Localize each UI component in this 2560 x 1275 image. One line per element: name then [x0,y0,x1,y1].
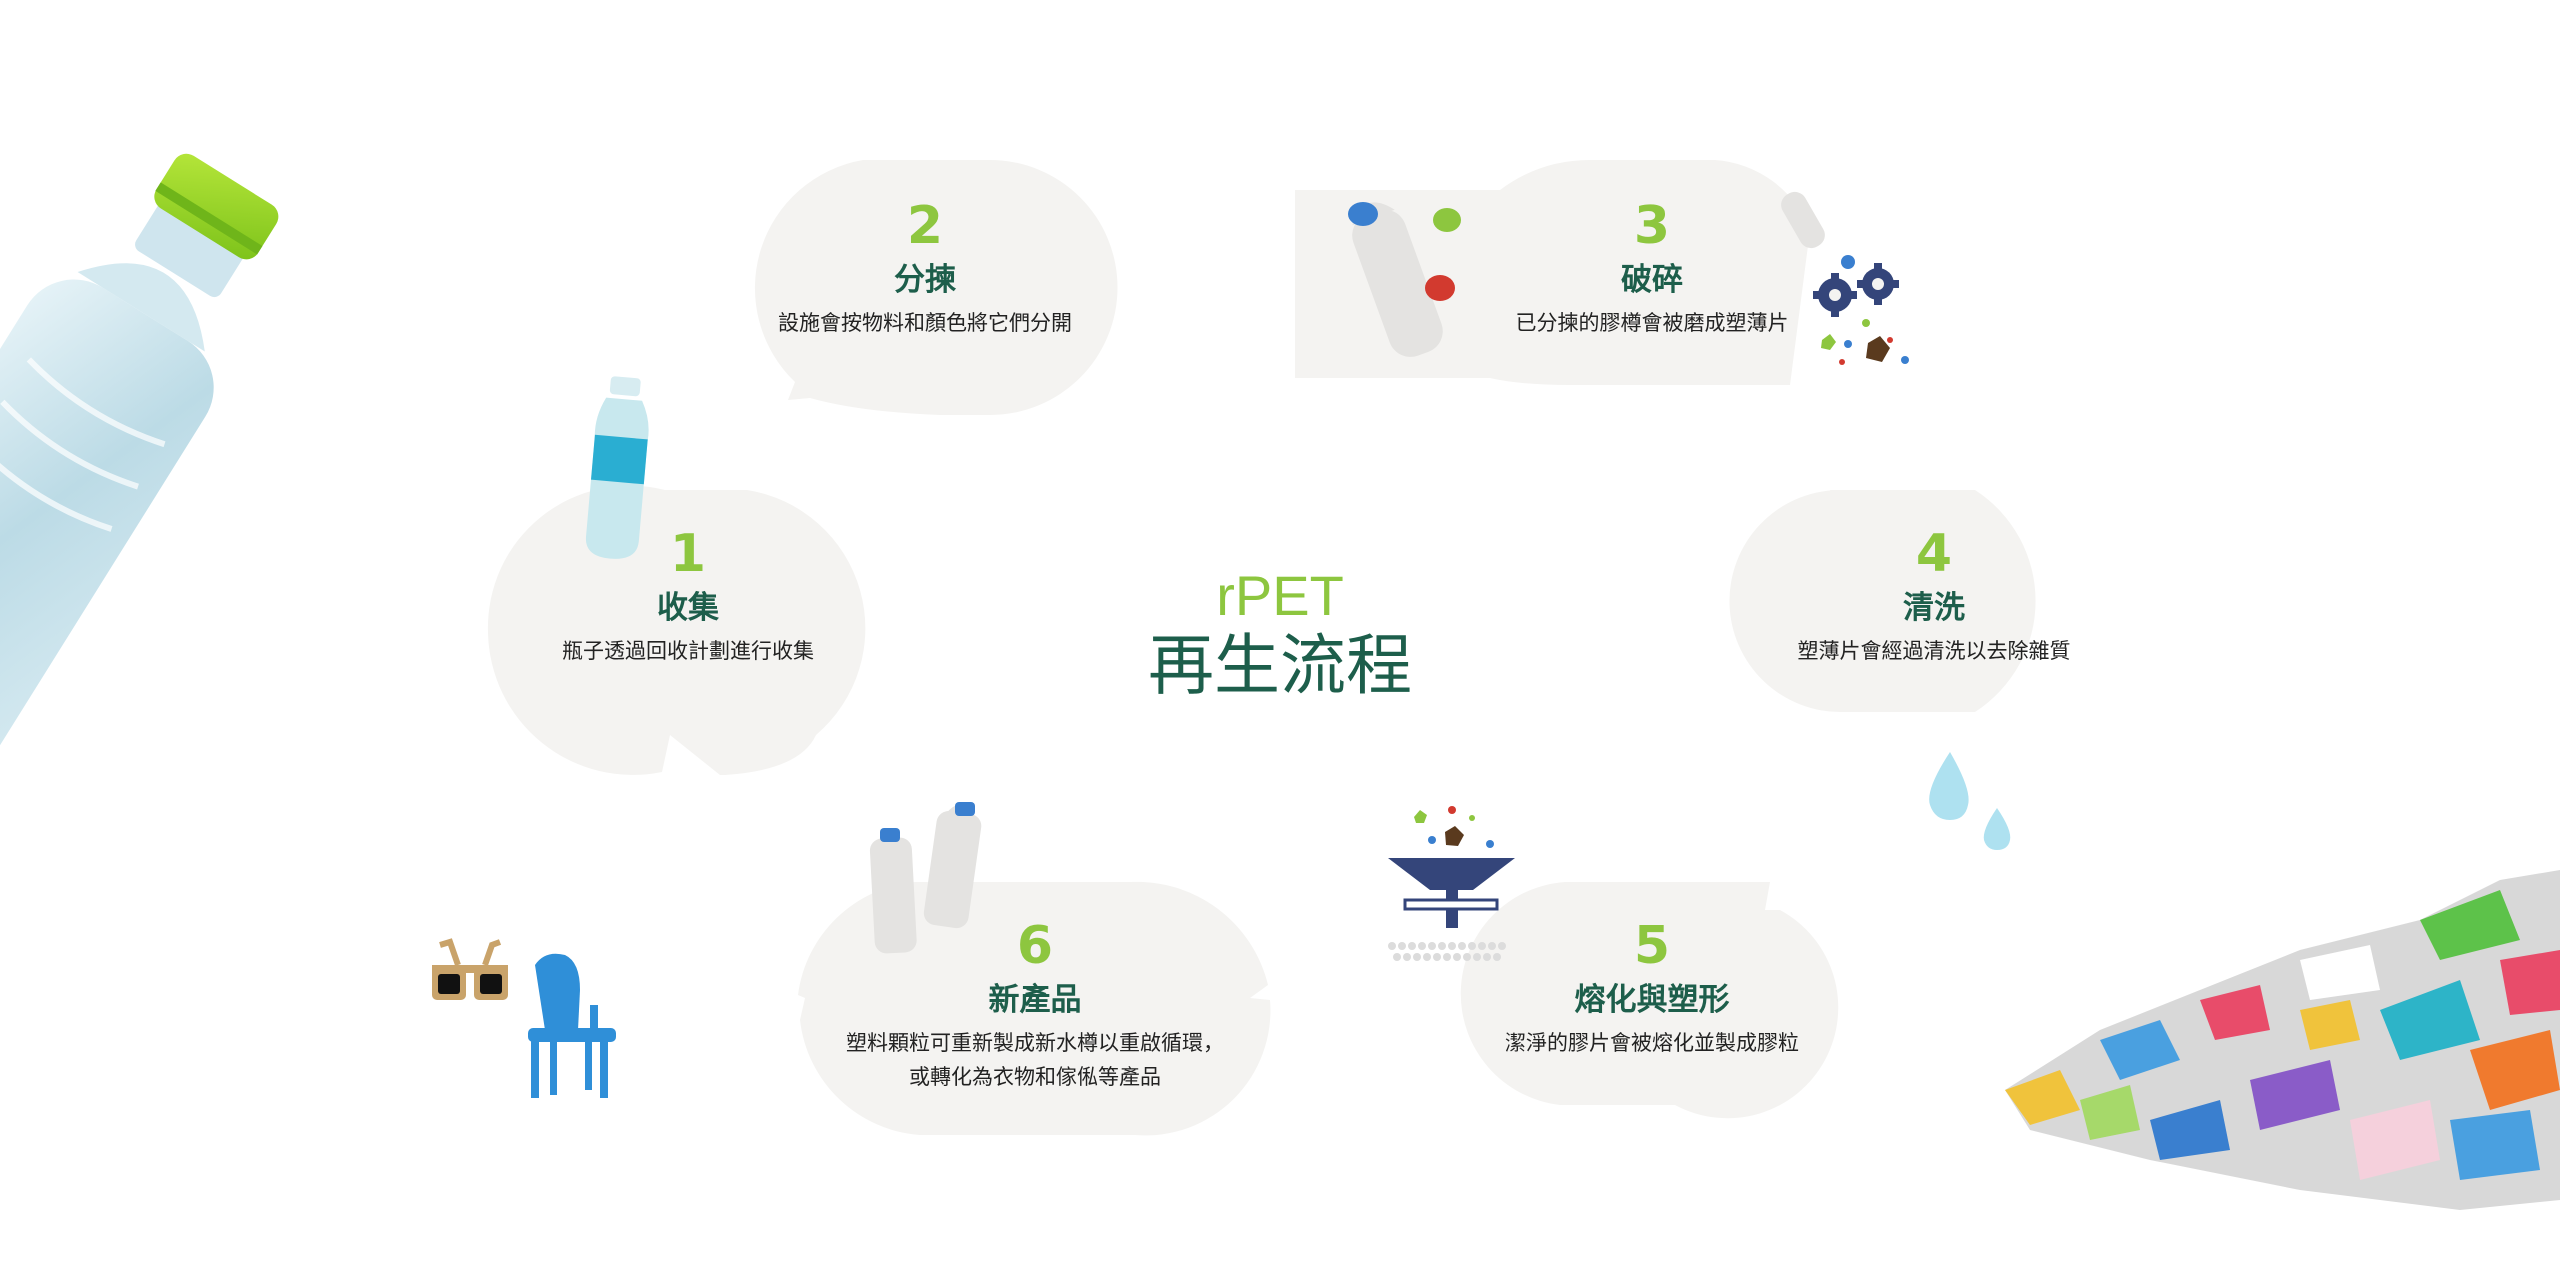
step-6: 6 新產品 塑料顆粒可重新製成新水樽以重啟循環， 或轉化為衣物和傢俬等產品 [795,916,1275,1094]
step-title: 熔化與塑形 [1574,982,1730,1018]
step-description-line: 塑料顆粒可重新製成新水樽以重啟循環， [846,1031,1224,1055]
bubble-step-4 [1729,490,2036,713]
step-title: 分揀 [894,262,956,298]
step-1: 1 收集 瓶子透過回收計劃進行收集 [488,524,888,668]
chair-icon [528,953,616,1098]
step-number: 5 [1633,916,1671,976]
gears-icon [1781,191,1909,365]
step-title: 破碎 [1621,262,1683,298]
bubble-step-6 [798,881,1271,1136]
title-main: 再生流程 [1148,627,1412,704]
step-description: 瓶子透過回收計劃進行收集 [562,639,814,663]
step-description: 塑料顆粒可重新製成新水樽以重啟循環， 或轉化為衣物和傢俬等產品 [795,1026,1275,1094]
plastic-flakes-icon [2005,870,2560,1210]
bubble-step-1 [487,485,866,775]
step-number: 2 [906,196,944,256]
sunglasses-icon [432,938,508,1000]
step-4: 4 清洗 塑薄片會經過清洗以去除雜質 [1734,524,2134,668]
bubble-step-5 [1460,882,1839,1119]
new-bottles-icon [869,802,982,954]
step-number: 4 [1915,524,1953,584]
sorted-bottles-icon [1348,202,1461,357]
water-bottle-icon [586,376,649,559]
step-5: 5 熔化與塑形 潔淨的膠片會被熔化並製成膠粒 [1452,916,1852,1060]
step-description: 塑薄片會經過清洗以去除雜質 [1797,639,2071,663]
step-description: 已分揀的膠樽會被磨成塑薄片 [1515,311,1789,335]
bubble-step-2 [754,160,1118,415]
diagram-title: rPET 再生流程 [1040,565,1520,705]
bottle-photo-icon [0,153,279,791]
step-number: 1 [669,524,707,584]
step-title: 清洗 [1903,590,1965,626]
step-number: 6 [1016,916,1054,976]
step-description: 設施會按物料和顏色將它們分開 [778,311,1072,335]
title-prefix: rPET [1216,564,1344,627]
step-description-line: 或轉化為衣物和傢俬等產品 [909,1065,1161,1089]
step-title: 收集 [657,590,719,626]
step-title: 新產品 [988,982,1082,1018]
step-2: 2 分揀 設施會按物料和顏色將它們分開 [725,196,1125,340]
water-drops-icon [1929,752,2011,850]
funnel-icon [1388,806,1515,961]
step-3: 3 破碎 已分揀的膠樽會被磨成塑薄片 [1452,196,1852,340]
step-number: 3 [1633,196,1671,256]
step-description: 潔淨的膠片會被熔化並製成膠粒 [1505,1031,1799,1055]
